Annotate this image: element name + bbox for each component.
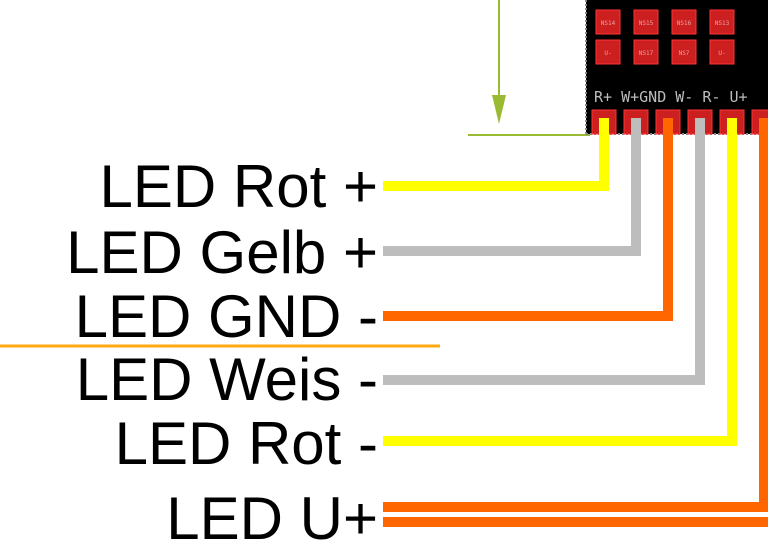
label-led-rot-minus: LED Rot - [115, 410, 378, 477]
pad-row2-4 [709, 39, 735, 65]
arrow-head [492, 95, 506, 124]
pad-ns17 [633, 39, 659, 65]
wire-4 [383, 118, 705, 385]
label-led-gelb-plus: LED Gelb + [66, 219, 378, 286]
reference-arrow [468, 0, 590, 136]
pad-ns14 [595, 9, 621, 35]
pad-ns13-label: NS13 [715, 20, 730, 27]
pad-ns16 [671, 9, 697, 35]
pad-ns15 [633, 9, 659, 35]
label-led-weis-minus: LED Weis - [76, 346, 378, 413]
wires [383, 118, 768, 527]
pad-ns7 [671, 39, 697, 65]
wire-6 [383, 118, 768, 512]
wire-1 [383, 118, 609, 191]
pad-row2-1 [595, 39, 621, 65]
label-led-gnd-minus: LED GND - [75, 283, 378, 350]
label-led-u-plus: LED U+ [166, 485, 378, 552]
wire-5 [383, 118, 737, 446]
pad-ns14-label: NS14 [601, 20, 616, 27]
pad-ns7-label: NS7 [679, 50, 690, 57]
pad-ns15-label: NS15 [639, 20, 654, 27]
wire-2 [383, 118, 641, 256]
pad-ns16-label: NS16 [677, 20, 692, 27]
pad-ns17-label: NS17 [639, 50, 654, 57]
pin-header-labels: R+ W+GND W- R- U+ [594, 88, 748, 106]
pad-row2-1-label: U- [604, 50, 611, 57]
pad-row2-4-label: U- [718, 50, 725, 57]
wire-3 [383, 118, 673, 321]
pad-ns13 [709, 9, 735, 35]
label-led-rot-plus: LED Rot + [100, 153, 378, 220]
